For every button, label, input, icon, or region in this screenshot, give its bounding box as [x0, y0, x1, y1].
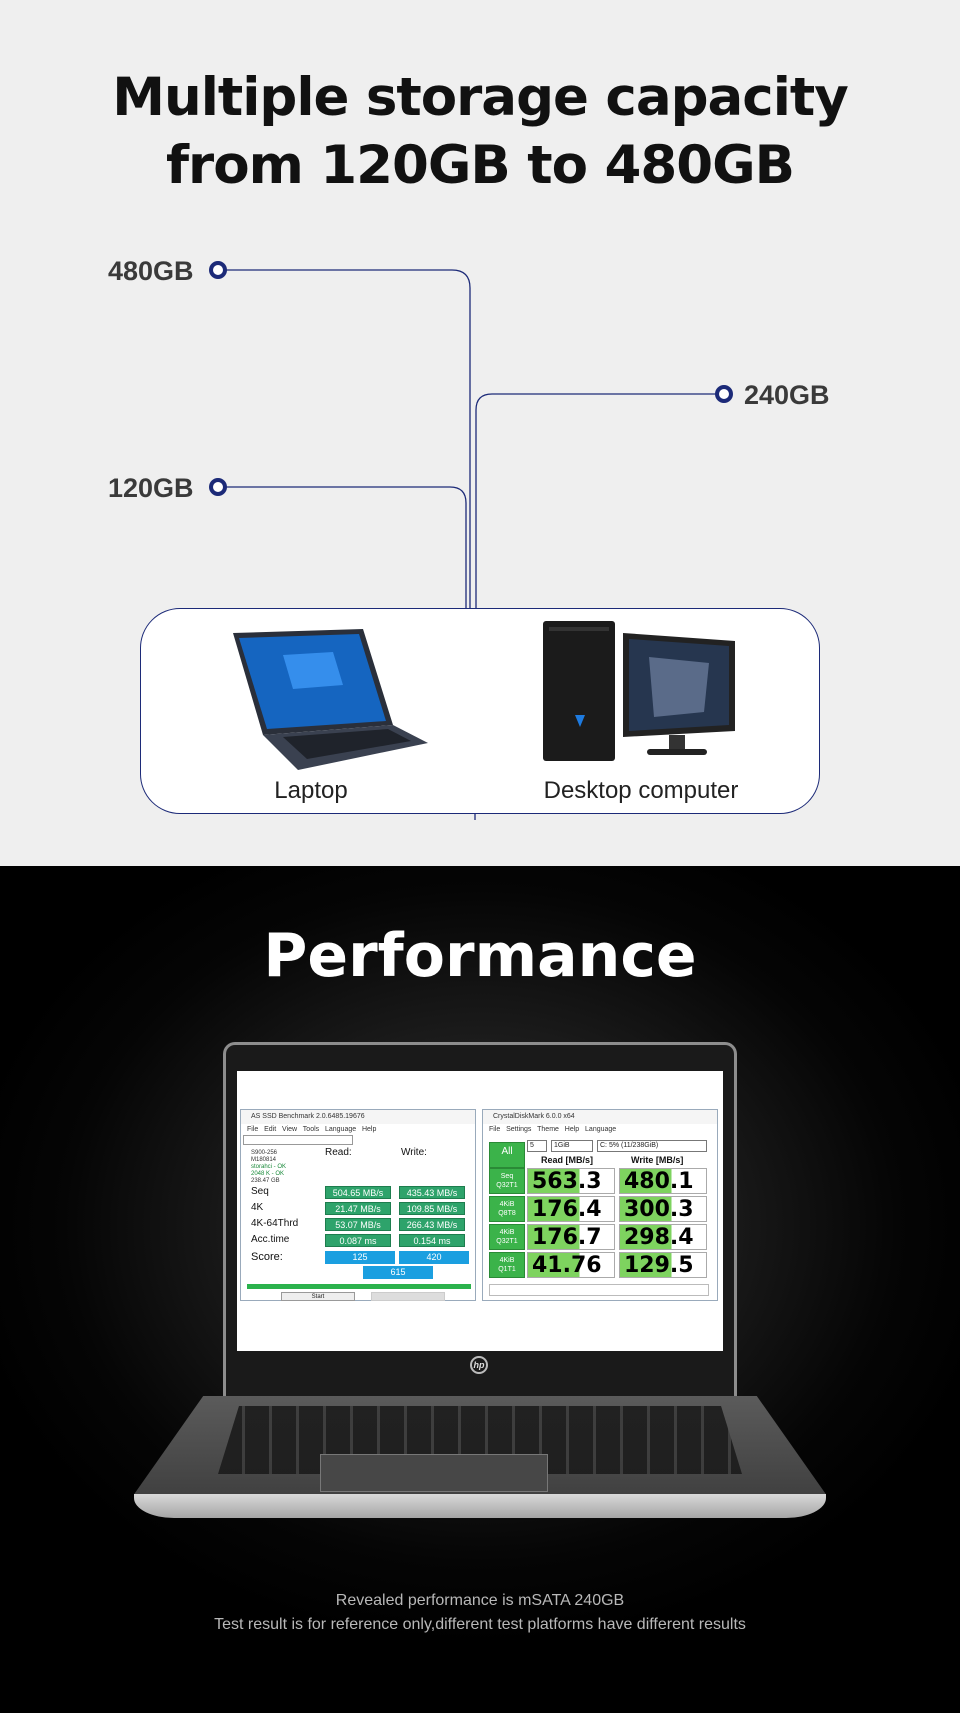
as-menu-edit[interactable]: Edit: [264, 1126, 277, 1133]
as-ssd-title: AS SSD Benchmark 2.0.6485.19676: [241, 1110, 475, 1124]
performance-note-1: Revealed performance is mSATA 240GB: [335, 1592, 625, 1609]
device-laptop-label: Laptop: [274, 777, 348, 804]
laptop-screen: AS SSD Benchmark 2.0.6485.19676 File Edi…: [237, 1071, 723, 1351]
as-score-total: 615: [363, 1266, 433, 1279]
as-4k64-read: 53.07 MB/s: [325, 1218, 391, 1231]
laptop-icon: [233, 629, 428, 770]
cdm-q1t1-write: 129.5: [619, 1252, 707, 1278]
laptop-deck-edge: [134, 1494, 826, 1518]
devices-box: Laptop Desktop computer: [140, 608, 820, 814]
capacity-title: Multiple storage capacity from 120GB to …: [112, 67, 849, 196]
performance-section: Performance AS SSD Benchmark 2.0.6485.19…: [0, 866, 960, 1713]
cdm-read-header: Read [MB/s]: [541, 1155, 594, 1165]
as-acc-write: 0.154 ms: [399, 1234, 465, 1247]
as-ssd-menu: File Edit View Tools Language Help: [241, 1124, 475, 1135]
as-row-seq-label: Seq: [251, 1186, 269, 1197]
as-score-write: 420: [399, 1251, 469, 1264]
as-row-4k64-label: 4K-64Thrd: [251, 1218, 299, 1229]
cdm-q32t1-write: 298.4: [619, 1224, 707, 1250]
as-acc-read: 0.087 ms: [325, 1234, 391, 1247]
cdm-window: CrystalDiskMark 6.0.0 x64 File Settings …: [482, 1109, 718, 1301]
desktop-computer-icon: [543, 621, 735, 761]
as-drive-info: S900-256 M180814 storahci - OK 2048 K - …: [251, 1150, 287, 1184]
cdm-menu-help[interactable]: Help: [564, 1126, 580, 1133]
cdm-q8t8-write: 300.3: [619, 1196, 707, 1222]
as-write-header: Write:: [401, 1147, 427, 1158]
as-4k-write: 109.85 MB/s: [399, 1202, 465, 1215]
cdm-seq-read: 563.3: [527, 1168, 615, 1194]
node-480-icon: [209, 261, 227, 279]
cdm-menu-settings[interactable]: Settings: [506, 1126, 532, 1133]
cdm-q32t1-read: 176.7: [527, 1224, 615, 1250]
performance-title: Performance: [263, 921, 697, 991]
cdm-count-select[interactable]: 5: [527, 1140, 547, 1152]
laptop-touchpad: [320, 1454, 548, 1492]
cdm-write-header: Write [MB/s]: [631, 1155, 684, 1165]
capacity-120-label: 120GB: [108, 473, 194, 503]
cdm-menu-file[interactable]: File: [489, 1126, 501, 1133]
as-menu-help[interactable]: Help: [361, 1126, 377, 1133]
cdm-comment-field[interactable]: [489, 1284, 709, 1296]
line-480: [226, 269, 471, 608]
cdm-size-select[interactable]: 1GiB: [551, 1140, 593, 1152]
as-start-button[interactable]: Start: [281, 1292, 355, 1301]
as-4k-read: 21.47 MB/s: [325, 1202, 391, 1215]
line-240: [475, 393, 720, 608]
as-progress-bar: [247, 1284, 471, 1289]
as-menu-language[interactable]: Language: [324, 1126, 357, 1133]
cdm-menu-language[interactable]: Language: [585, 1126, 617, 1133]
cdm-q1t1-read: 41.76: [527, 1252, 615, 1278]
as-score-label: Score:: [251, 1251, 283, 1263]
as-drive-select[interactable]: [243, 1135, 353, 1145]
cdm-seq-write: 480.1: [619, 1168, 707, 1194]
capacity-240-label: 240GB: [744, 380, 830, 410]
as-4k64-write: 266.43 MB/s: [399, 1218, 465, 1231]
cdm-drive-select[interactable]: C: 5% (11/238GiB): [597, 1140, 707, 1152]
as-abort-button[interactable]: [371, 1292, 445, 1301]
as-menu-tools[interactable]: Tools: [302, 1126, 320, 1133]
as-seq-write: 435.43 MB/s: [399, 1186, 465, 1199]
cdm-all-button[interactable]: All: [489, 1142, 525, 1168]
cdm-q8t8-button[interactable]: 4KiB Q8T8: [489, 1196, 525, 1222]
cdm-menu: File Settings Theme Help Language: [483, 1124, 717, 1135]
as-seq-read: 504.65 MB/s: [325, 1186, 391, 1199]
node-120-icon: [209, 478, 227, 496]
cdm-menu-theme[interactable]: Theme: [537, 1126, 559, 1133]
cdm-q1t1-button[interactable]: 4KiB Q1T1: [489, 1252, 525, 1278]
cdm-seq-button[interactable]: Seq Q32T1: [489, 1168, 525, 1194]
as-ssd-window: AS SSD Benchmark 2.0.6485.19676 File Edi…: [240, 1109, 476, 1301]
capacity-connector-lines: [209, 261, 733, 820]
node-240-icon: [715, 385, 733, 403]
as-menu-view[interactable]: View: [282, 1126, 298, 1133]
cdm-title: CrystalDiskMark 6.0.0 x64: [483, 1110, 717, 1124]
cdm-q32t1-button[interactable]: 4KiB Q32T1: [489, 1224, 525, 1250]
as-menu-file[interactable]: File: [247, 1126, 259, 1133]
performance-note-2: Test result is for reference only,differ…: [214, 1616, 746, 1633]
cdm-q8t8-read: 176.4: [527, 1196, 615, 1222]
as-score-read: 125: [325, 1251, 395, 1264]
hp-logo-icon: hp: [470, 1356, 488, 1374]
line-120: [226, 486, 467, 608]
device-desktop-label: Desktop computer: [543, 777, 739, 804]
as-read-header: Read:: [325, 1147, 352, 1158]
capacity-section: Multiple storage capacity from 120GB to …: [0, 0, 960, 866]
as-row-acc-label: Acc.time: [251, 1234, 290, 1245]
as-row-4k-label: 4K: [251, 1202, 264, 1213]
capacity-480-label: 480GB: [108, 256, 194, 286]
